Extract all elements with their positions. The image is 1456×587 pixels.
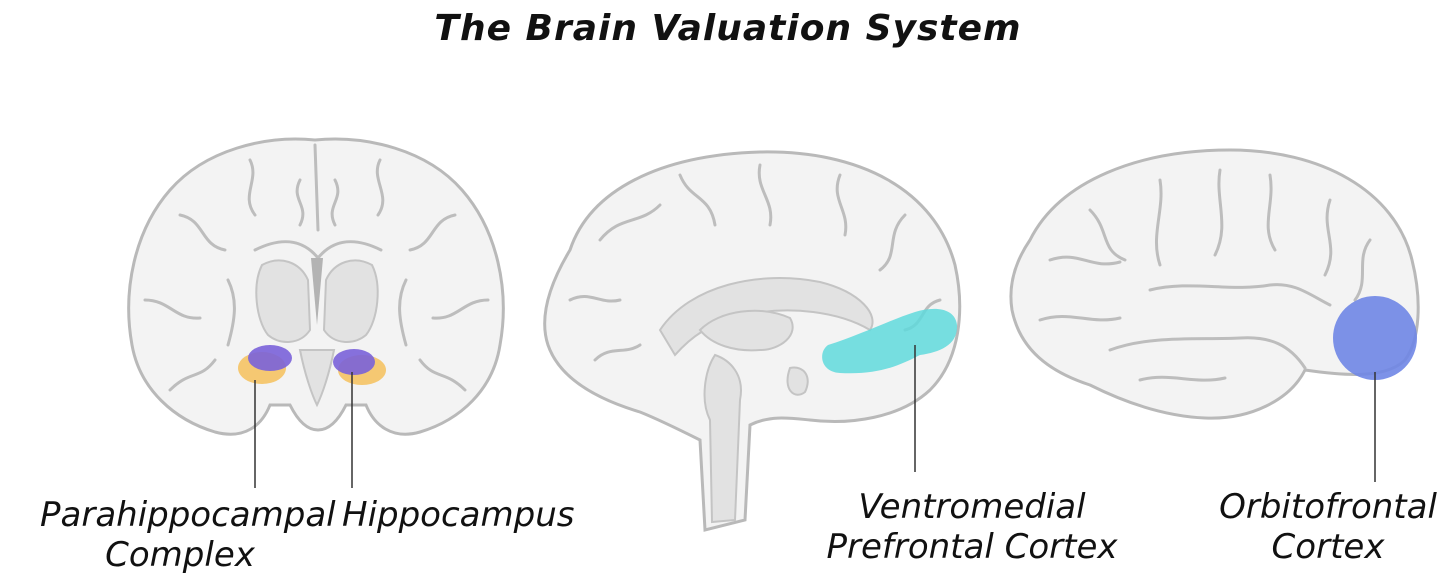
parahippocampal-label-line1: Parahippocampal [40,495,336,535]
parahippocampal-label-line2: Complex [105,535,255,575]
hippocampus-label: Hippocampus [342,495,575,535]
parahippocampal-label: Parahippocampal Complex [40,495,336,575]
coronal-brain-section [127,137,505,488]
hippocampus-region-left [248,345,292,371]
hippocampus-region-right [333,349,375,375]
ofc-label-line2: Cortex [1271,527,1385,567]
vmpfc-label: Ventromedial Prefrontal Cortex [812,487,1132,567]
vmpfc-label-line2: Prefrontal Cortex [826,527,1118,567]
ofc-label-line1: Orbitofrontal [1219,487,1437,527]
lateral-brain-view [1009,148,1420,482]
sagittal-brain-section [543,150,962,532]
hippocampus-label-line1: Hippocampus [342,495,575,535]
ofc-region [1333,296,1417,380]
vmpfc-label-line1: Ventromedial [858,487,1086,527]
diagram-title: The Brain Valuation System [434,8,1022,49]
vmpfc-region [822,308,958,374]
ofc-label: Orbitofrontal Cortex [1208,487,1448,567]
